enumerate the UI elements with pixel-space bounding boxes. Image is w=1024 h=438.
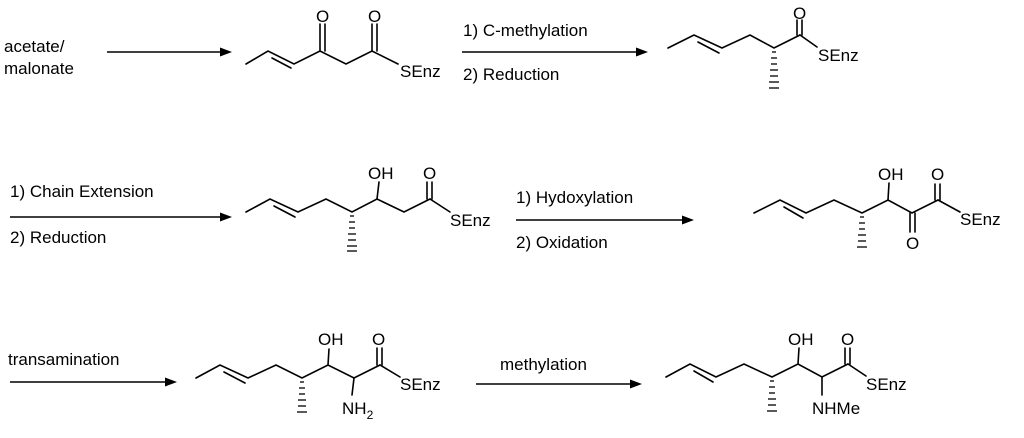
molecule-5-aminothioester: OH O SEnz NH2: [195, 330, 441, 422]
carbonyl-oxygen: O: [423, 164, 436, 183]
n-methylamine-label: NHMe: [812, 399, 860, 418]
step-label-3: 1) Hydoxylation 2) Oxidation: [516, 188, 633, 252]
amine-label: NH2: [342, 399, 374, 422]
step1-line2: 2) Reduction: [463, 65, 559, 84]
step-label-4: transamination: [8, 350, 120, 369]
step1-line1: 1) C-methylation: [463, 21, 588, 40]
reaction-arrow-1: [107, 47, 232, 57]
step3-line1: 1) Hydoxylation: [516, 188, 633, 207]
step2-line1: 1) Chain Extension: [10, 182, 154, 201]
start-label-line1: acetate/: [4, 37, 65, 56]
thioester-label: SEnz: [400, 375, 441, 394]
thioester-label: SEnz: [866, 375, 907, 394]
molecule-1-ketothioester: O O SEnz: [245, 7, 441, 81]
hydroxyl-label: OH: [368, 164, 394, 183]
reaction-arrow-2: [462, 47, 648, 57]
molecule-6-nmethylaminothioester: OH O SEnz NHMe: [665, 330, 907, 418]
step3-line2: 2) Oxidation: [516, 233, 608, 252]
ketone-oxygen: O: [906, 234, 919, 253]
molecule-2-methylthioester: O SEnz: [667, 4, 859, 89]
step2-line2: 2) Reduction: [10, 228, 106, 247]
thioester-label: SEnz: [400, 62, 441, 81]
molecule-3-hydroxythioester: OH O SEnz: [245, 164, 491, 252]
amine-subscript: 2: [367, 408, 374, 422]
hydroxyl-label: OH: [878, 165, 904, 184]
amine-n: NH: [342, 399, 367, 418]
start-label-line2: malonate: [4, 59, 74, 78]
hydroxyl-label: OH: [318, 330, 344, 349]
step-label-2: 1) Chain Extension 2) Reduction: [10, 182, 154, 247]
molecule-4-ketohydroxythioester: OH O O SEnz: [753, 165, 1001, 253]
step-label-5: methylation: [500, 355, 587, 374]
thioester-label: SEnz: [450, 211, 491, 230]
ketone-oxygen: O: [316, 7, 329, 26]
step4-label: transamination: [8, 350, 120, 369]
reaction-arrow-5: [10, 377, 177, 387]
carbonyl-oxygen: O: [372, 330, 385, 349]
thioester-label: SEnz: [818, 46, 859, 65]
thioester-label: SEnz: [960, 210, 1001, 229]
step-label-1: 1) C-methylation 2) Reduction: [463, 21, 588, 84]
carbonyl-oxygen: O: [841, 330, 854, 349]
reaction-arrow-6: [476, 379, 642, 389]
reaction-arrow-3: [10, 212, 232, 222]
carbonyl-oxygen: O: [931, 165, 944, 184]
step5-label: methylation: [500, 355, 587, 374]
start-label: acetate/ malonate: [4, 37, 74, 78]
reaction-arrow-4: [516, 215, 694, 225]
carbonyl-oxygen: O: [793, 4, 806, 23]
hydroxyl-label: OH: [788, 330, 814, 349]
carbonyl-oxygen: O: [368, 7, 381, 26]
